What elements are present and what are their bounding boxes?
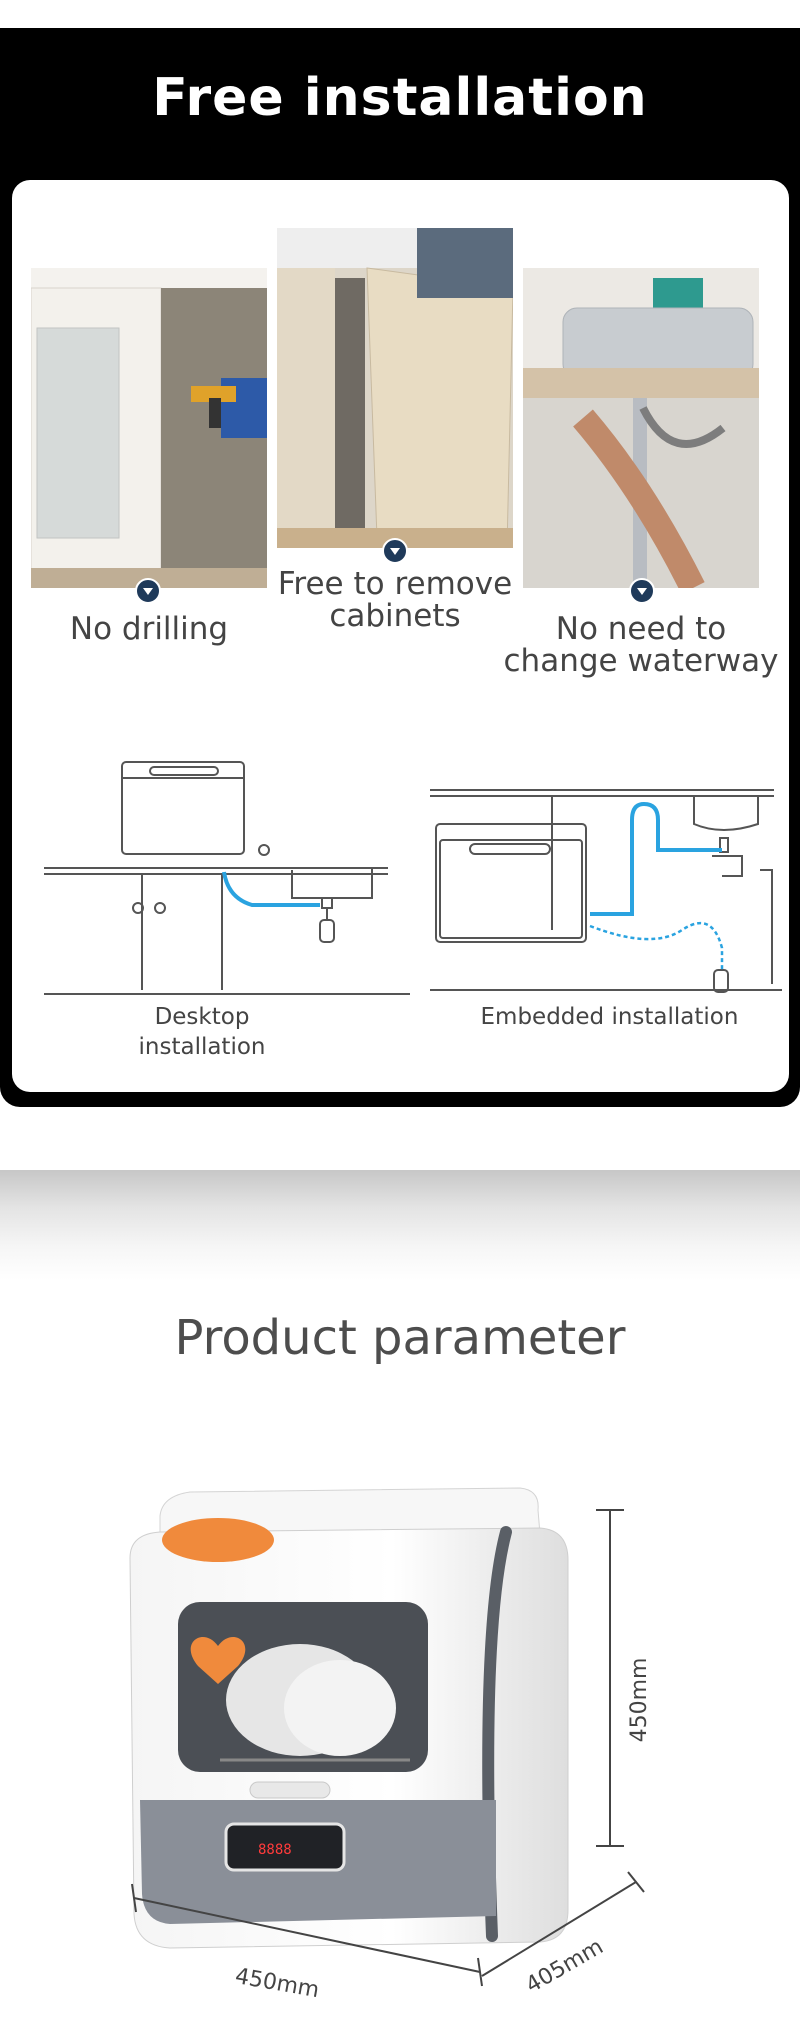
brand-badge: [162, 1518, 274, 1562]
drill-marker-icon: [135, 578, 161, 604]
feature-label-waterway: No need to change waterway: [503, 611, 779, 679]
cabinet-marker-icon: [382, 538, 408, 564]
drill-photo: [31, 268, 267, 588]
desktop-installation-diagram: [44, 761, 410, 995]
installation-label-desktop: Desktop installation: [138, 1004, 266, 1060]
cabinet-photo: [277, 228, 513, 548]
product-parameter-title: Product parameter: [174, 1310, 626, 1366]
header-banner: Free installation: [0, 28, 800, 168]
sink-photo: [523, 268, 759, 588]
embedded-installation-diagram: [430, 789, 782, 993]
installation-panel: No drilling Free to remove cabinets No n…: [12, 180, 789, 1092]
width-label: 450mm: [233, 1964, 321, 2003]
shadow-band: [0, 1170, 800, 1280]
installation-label-embedded: Embedded installation: [480, 1004, 739, 1030]
sink-marker-icon: [629, 578, 655, 604]
dishwasher-illustration: 8888 450mm 450mm 405mm: [129, 1487, 652, 2003]
page-title: Free installation: [152, 68, 648, 128]
feature-label-drilling: No drilling: [69, 611, 229, 647]
control-display: 8888: [258, 1842, 292, 1858]
feature-label-cabinets: Free to remove cabinets: [277, 566, 513, 634]
height-label: 450mm: [627, 1658, 652, 1743]
